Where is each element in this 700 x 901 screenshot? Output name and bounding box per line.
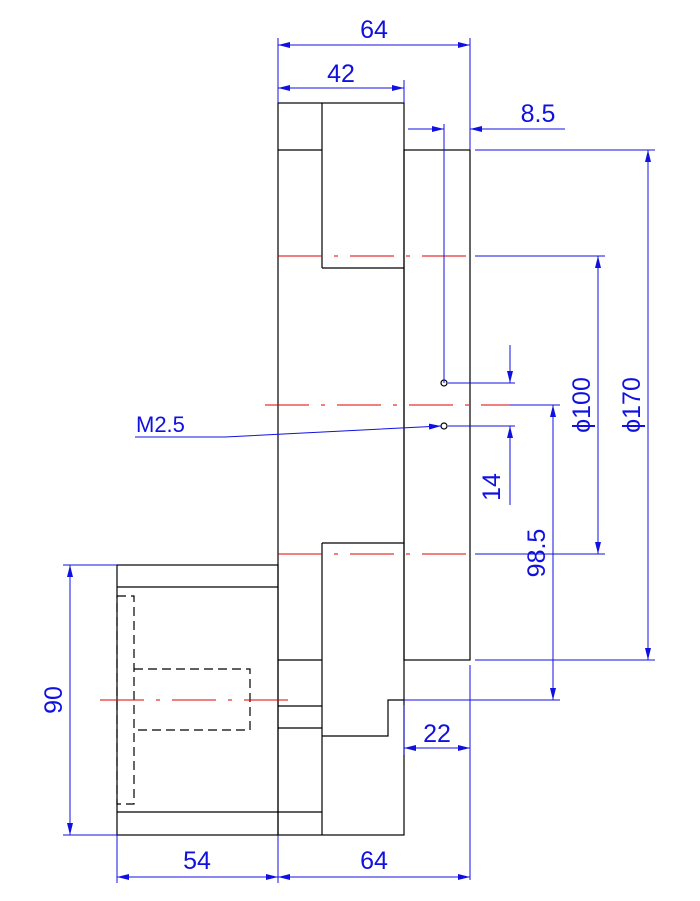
body-outline [277,102,405,836]
centerlines [100,255,510,701]
dim-motor-length: 54 [183,847,211,875]
dim-bore-diameter: ϕ100 [568,377,596,433]
dim-top-42: 42 [327,60,355,88]
thread-leader-line [135,423,442,438]
wheel-step [322,699,404,737]
wheel-outline [403,149,471,661]
dim-bottom-64: 64 [360,847,388,875]
dim-bottom-step: 22 [423,720,451,748]
dim-offset-8-5: 8.5 [521,100,556,128]
dim-motor-center: 98.5 [523,529,551,578]
thread-callout: M2.5 [136,412,185,437]
dimensions: 64 42 8.5 ϕ170 ϕ100 14 98.5 [40,16,655,883]
dim-top-64: 64 [360,16,388,44]
dim-hole-spacing: 14 [478,473,506,501]
dim-motor-height: 90 [40,686,68,714]
right-wheel-geometry [322,149,471,737]
dim-outer-diameter: ϕ170 [618,377,646,433]
hole-lower [440,422,448,430]
main-body-geometry [277,102,405,836]
